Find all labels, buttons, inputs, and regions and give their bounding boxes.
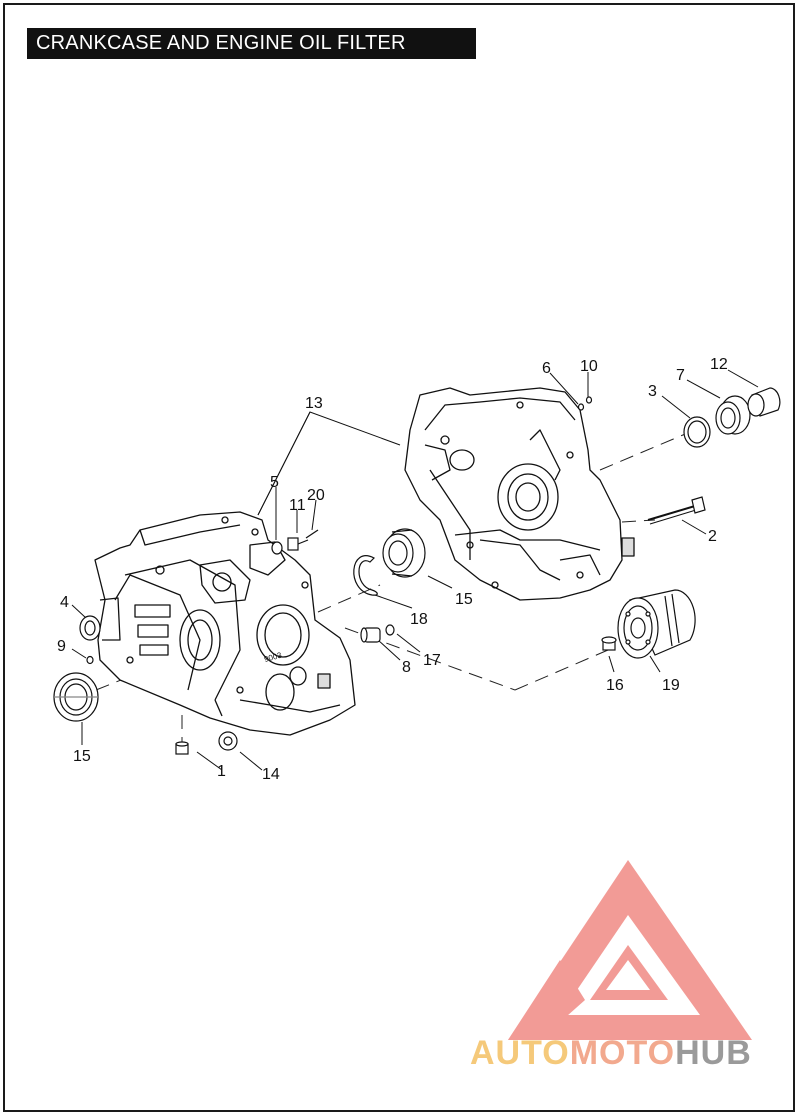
watermark-logo xyxy=(508,860,752,1040)
screw-part-20 xyxy=(305,529,319,539)
fitting-part-11 xyxy=(287,537,309,551)
leader-lines xyxy=(71,369,759,771)
callout-15-left: 15 xyxy=(73,748,91,765)
callout-4: 4 xyxy=(60,594,69,611)
callout-11: 11 xyxy=(289,497,306,514)
washer-part-14 xyxy=(218,731,238,751)
watermark-text: AUTOMOTOHUB xyxy=(470,1033,752,1073)
callout-15-right: 15 xyxy=(455,591,473,608)
callout-7: 7 xyxy=(676,367,685,384)
dowel-part-9 xyxy=(86,655,94,665)
o-ring-part-17 xyxy=(385,624,395,636)
small-parts xyxy=(53,387,781,755)
dowel-sleeve-part-8 xyxy=(360,627,381,643)
sleeve-part-12 xyxy=(747,387,781,417)
bearing-part-7 xyxy=(715,395,751,435)
right-crankcase-half xyxy=(404,387,635,601)
callout-19: 19 xyxy=(662,677,680,694)
page-title: CRANKCASE AND ENGINE OIL FILTER xyxy=(27,28,476,59)
bolt-part-2 xyxy=(647,496,706,525)
callout-16: 16 xyxy=(606,677,624,694)
callout-2: 2 xyxy=(708,528,717,545)
callout-labels: 1 2 3 4 5 6 7 8 9 10 11 12 13 14 15 15 1… xyxy=(57,356,728,783)
o-ring-part-5 xyxy=(271,541,283,555)
fitting-part-16 xyxy=(601,636,617,651)
oil-filter-part-19 xyxy=(617,589,696,659)
callout-6: 6 xyxy=(542,360,551,377)
left-crankcase-half: 9003 xyxy=(94,511,356,736)
callout-12: 12 xyxy=(710,356,728,373)
retaining-ring-part-18 xyxy=(353,555,378,596)
oil-seal-part-3 xyxy=(683,416,711,448)
callout-9: 9 xyxy=(57,638,66,655)
main-bearing-right-part-15 xyxy=(382,528,426,578)
callout-14: 14 xyxy=(262,766,280,783)
callout-5: 5 xyxy=(270,474,279,491)
watermark-auto: AUTO xyxy=(470,1034,570,1072)
callout-17: 17 xyxy=(423,652,441,669)
watermark-hub: HUB xyxy=(675,1034,752,1072)
callout-8: 8 xyxy=(402,659,411,676)
dowel-part-10 xyxy=(585,396,593,404)
callout-18: 18 xyxy=(410,611,428,628)
callout-3: 3 xyxy=(648,383,657,400)
needle-bearing-part-4 xyxy=(79,615,101,641)
dowel-part-6 xyxy=(577,403,585,411)
callout-10: 10 xyxy=(580,358,598,375)
plug-part-1 xyxy=(175,741,189,755)
main-bearing-left-part-15 xyxy=(53,672,99,722)
callout-20: 20 xyxy=(307,487,325,504)
watermark-moto: MOTO xyxy=(569,1034,676,1072)
callout-1: 1 xyxy=(217,763,226,780)
callout-13: 13 xyxy=(305,395,323,412)
